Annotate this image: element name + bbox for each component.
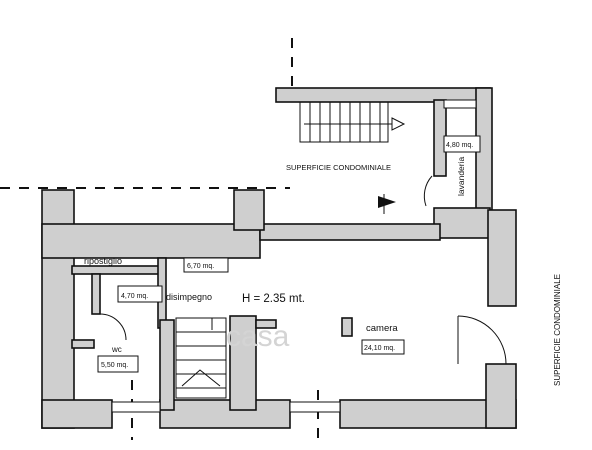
wall-column: [233, 189, 265, 231]
disimpegno-area-box: [117, 285, 163, 303]
height-label: H = 2.35 mt.: [242, 293, 305, 305]
wall-camera-left: [229, 315, 257, 411]
wall-east-upper: [487, 209, 517, 307]
disimpegno-label: disimpegno: [166, 292, 212, 302]
wall-east-lower: [485, 363, 517, 429]
superficie-top-label: SUPERFICIE CONDOMINIALE: [286, 163, 391, 172]
windows: [111, 99, 477, 413]
wall-south-2: [159, 399, 291, 429]
superficie-right-label: SUPERFICIE CONDOMINIALE: [553, 274, 562, 386]
lavanderia-area-box: [443, 135, 481, 153]
wall-north-2: [259, 223, 441, 241]
chimney-symbol: [341, 317, 353, 337]
wall-ripostiglio: [71, 265, 161, 275]
wall-south-1: [41, 399, 113, 429]
camera-area-box: [361, 339, 405, 355]
watermark: casa: [226, 320, 290, 353]
wall-disimpegno-left: [91, 273, 101, 315]
wc-area-box: [97, 355, 139, 373]
lavanderia-label: lavanderia: [456, 157, 466, 196]
wall-north: [41, 223, 261, 259]
stairs-lower: [175, 317, 227, 399]
stairs-upper: [299, 101, 406, 143]
wall-stub: [255, 319, 277, 329]
camera-label: camera: [366, 323, 398, 334]
wc-label: wc: [111, 345, 122, 354]
north-arrow-icon: [378, 194, 396, 214]
wc-area: 5,50 mq.: [101, 362, 128, 369]
ripostiglio-area-box: [183, 257, 229, 273]
ripostiglio-area: 6,70 mq.: [187, 263, 214, 270]
disimpegno-area: 4,70 mq.: [121, 293, 148, 300]
wall-wc-right: [159, 319, 175, 411]
camera-area: 24,10 mq.: [364, 345, 395, 352]
wall-lavanderia-bottom: [433, 207, 491, 239]
wall-wc-top: [71, 339, 95, 349]
doors: [99, 175, 507, 365]
ripostiglio-label: ripostiglio: [84, 256, 122, 266]
lavanderia-area: 4,80 mq.: [446, 142, 473, 149]
